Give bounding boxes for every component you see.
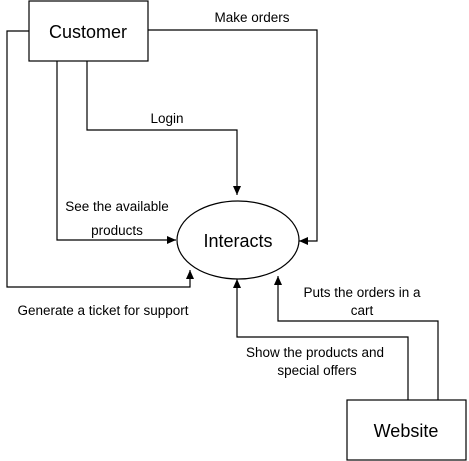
label-support-ticket: Generate a ticket for support: [17, 303, 188, 318]
label-puts-orders-line1: Puts the orders in a: [303, 285, 421, 300]
interacts-node[interactable]: Interacts: [176, 200, 300, 280]
customer-node[interactable]: Customer: [28, 0, 149, 62]
edge-see-products: [56, 61, 176, 244]
label-see-products-line1: See the available: [65, 199, 169, 214]
label-see-products-line2: products: [91, 223, 143, 238]
label-show-products-line1: Show the products and: [246, 345, 384, 360]
label-puts-orders-line2: cart: [351, 303, 374, 318]
label-show-products-line2: special offers: [277, 363, 357, 378]
edge-support-ticket: [6, 30, 194, 288]
edge-puts-orders: [274, 276, 439, 400]
interacts-label: Interacts: [203, 231, 272, 251]
edge-login: [86, 61, 241, 195]
website-node[interactable]: Website: [346, 399, 467, 461]
customer-label: Customer: [49, 22, 127, 42]
label-make-orders: Make orders: [214, 10, 289, 25]
website-label: Website: [374, 421, 439, 441]
edge-make-orders: [148, 29, 318, 245]
label-login: Login: [150, 111, 183, 126]
edge-show-products: [233, 279, 409, 400]
